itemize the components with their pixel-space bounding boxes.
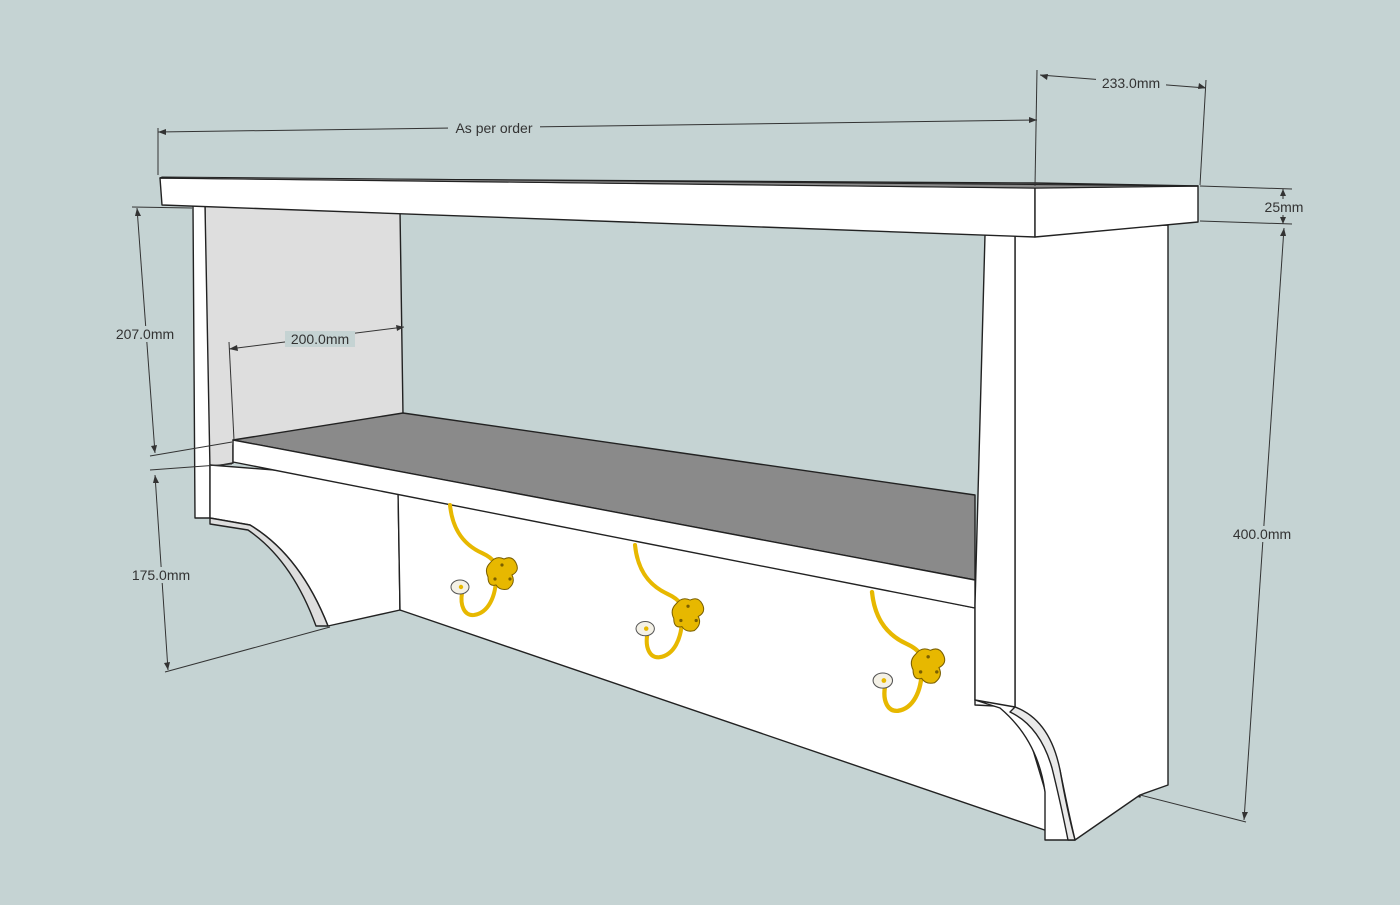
inner-depth-extension-left <box>228 341 235 441</box>
hook-screw <box>935 670 939 674</box>
hook-screw <box>686 604 690 608</box>
right-side-panel <box>974 224 1169 841</box>
thickness-label-bg <box>1260 199 1308 215</box>
hook-back-plate <box>910 648 946 684</box>
hook-knob-center <box>881 678 887 683</box>
upper-height-label-bg <box>110 326 180 342</box>
hook-back-plate <box>671 598 705 632</box>
total-height-extension-bottom <box>1139 794 1247 823</box>
depth-extension-right <box>1199 79 1207 186</box>
hook-knob-center <box>458 584 464 590</box>
hooks <box>448 503 946 713</box>
depth-arrow-right <box>1198 83 1206 89</box>
hook-lower-curl <box>459 575 498 618</box>
lower-height-arrow-bottom <box>164 662 170 670</box>
depth-label-bg <box>1096 74 1166 90</box>
total-height-arrow-top <box>1280 228 1286 236</box>
depth-label: 233.0mm <box>1102 75 1160 91</box>
width-label: As per order <box>455 120 532 136</box>
hook-3 <box>869 589 946 713</box>
hook-screw <box>500 563 504 567</box>
lower-height-arrow-top <box>153 475 159 483</box>
upper-height-extension-top <box>131 206 193 209</box>
inner-depth-label: 200.0mm <box>291 331 349 347</box>
inner-depth-arrow-left <box>229 345 238 351</box>
hook-screw <box>493 577 497 581</box>
thickness-label: 25mm <box>1265 199 1304 215</box>
width-extension-right <box>1034 69 1038 187</box>
top-shelf <box>159 176 1199 238</box>
right-bracket-curve <box>1009 706 1076 841</box>
middle-shelf <box>232 412 976 609</box>
lower-height-extension-top <box>149 463 233 471</box>
inner-depth-arrow-right <box>396 325 404 331</box>
width-arrow-left <box>158 129 166 135</box>
lower-height-label: 175.0mm <box>132 567 190 583</box>
width-arrow-right <box>1029 117 1037 123</box>
upper-height-label: 207.0mm <box>116 326 174 342</box>
depth-arrow-left <box>1040 74 1048 80</box>
thickness-extension-top <box>1199 185 1293 190</box>
hook-knob-center <box>643 626 649 631</box>
hook-2 <box>632 542 705 660</box>
thickness-arrow-bottom <box>1280 217 1286 224</box>
right-side-edge <box>974 231 1016 708</box>
thickness-arrow-top <box>1280 189 1286 196</box>
hook-screw <box>694 618 698 623</box>
hook-screw <box>926 655 930 659</box>
upper-height-arrow-top <box>135 208 141 216</box>
hook-back-plate <box>485 557 518 590</box>
width-label-bg <box>448 119 540 135</box>
upper-height-arrow-bottom <box>151 445 157 453</box>
dimension-lines: As per order 233.0mm 25mm 207.0mm 200.0m… <box>110 69 1308 823</box>
inner-depth-label-bg <box>285 331 355 347</box>
hook-screw <box>918 670 923 674</box>
top-shelf-end <box>1034 185 1199 238</box>
total-height-label-bg <box>1227 526 1297 542</box>
hook-1 <box>448 503 518 618</box>
hook-screw <box>508 577 512 581</box>
total-height-dimension-line <box>1243 227 1285 821</box>
lower-height-label-bg <box>126 567 196 583</box>
hook-lower-curl <box>644 616 684 660</box>
left-bracket-curve <box>209 517 329 627</box>
thickness-extension-bottom <box>1199 220 1293 225</box>
lower-height-extension-bottom <box>164 626 331 673</box>
top-shelf-surface <box>159 176 1199 189</box>
upper-height-extension-bottom <box>149 441 233 457</box>
hook-screw <box>679 618 683 623</box>
width-dimension-line <box>157 119 1038 133</box>
total-height-arrow-bottom <box>1242 812 1248 820</box>
total-height-label: 400.0mm <box>1233 526 1291 542</box>
left-side-panel <box>192 204 404 627</box>
hook-lower-curl <box>882 667 924 713</box>
